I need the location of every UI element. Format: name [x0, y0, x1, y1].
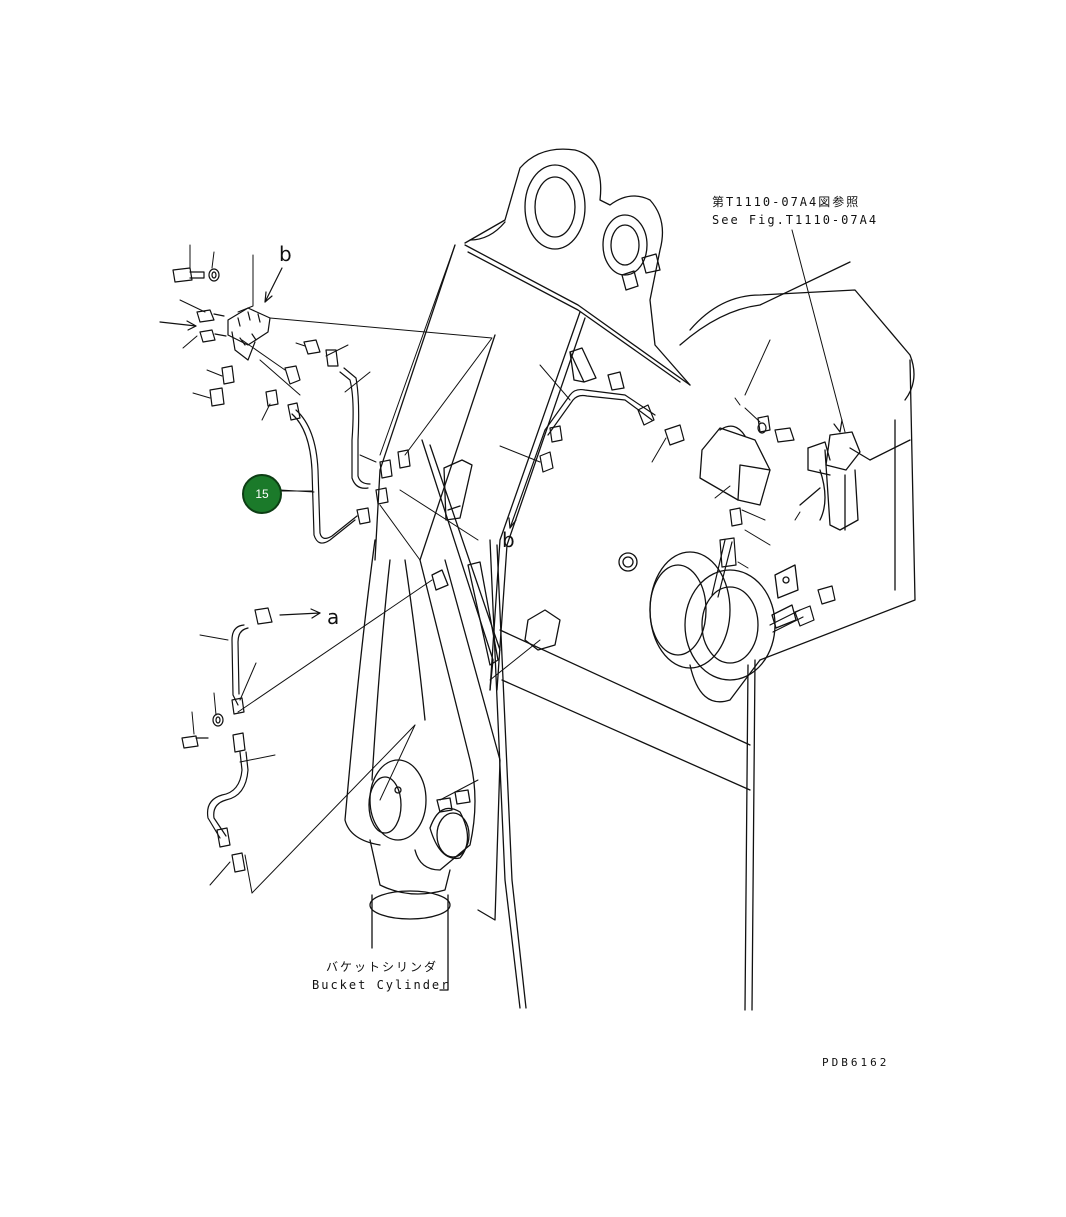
drawing-code: PDB6162 — [822, 1056, 890, 1069]
reference-note-japanese: 第T1110-07A4図参照 — [712, 195, 861, 209]
callout-a: a — [327, 605, 340, 629]
reference-note-english: See Fig.T1110-07A4 — [712, 213, 879, 227]
callout-b-lower: b — [502, 528, 515, 552]
hydraulic-pipes — [206, 367, 804, 839]
bucket-cylinder — [368, 759, 471, 991]
part-number-badge[interactable]: 15 — [242, 474, 282, 514]
bucket-cylinder-label-japanese: バケットシリンダ — [326, 960, 439, 974]
leader-lines — [179, 229, 846, 894]
callout-arrows — [159, 267, 843, 619]
arm-structure — [344, 148, 916, 1011]
bucket-cylinder-label-english: Bucket Cylinder — [312, 978, 451, 992]
connector-box — [699, 425, 911, 531]
clamp-blocks — [431, 253, 661, 651]
callout-b-upper: b — [279, 242, 292, 266]
